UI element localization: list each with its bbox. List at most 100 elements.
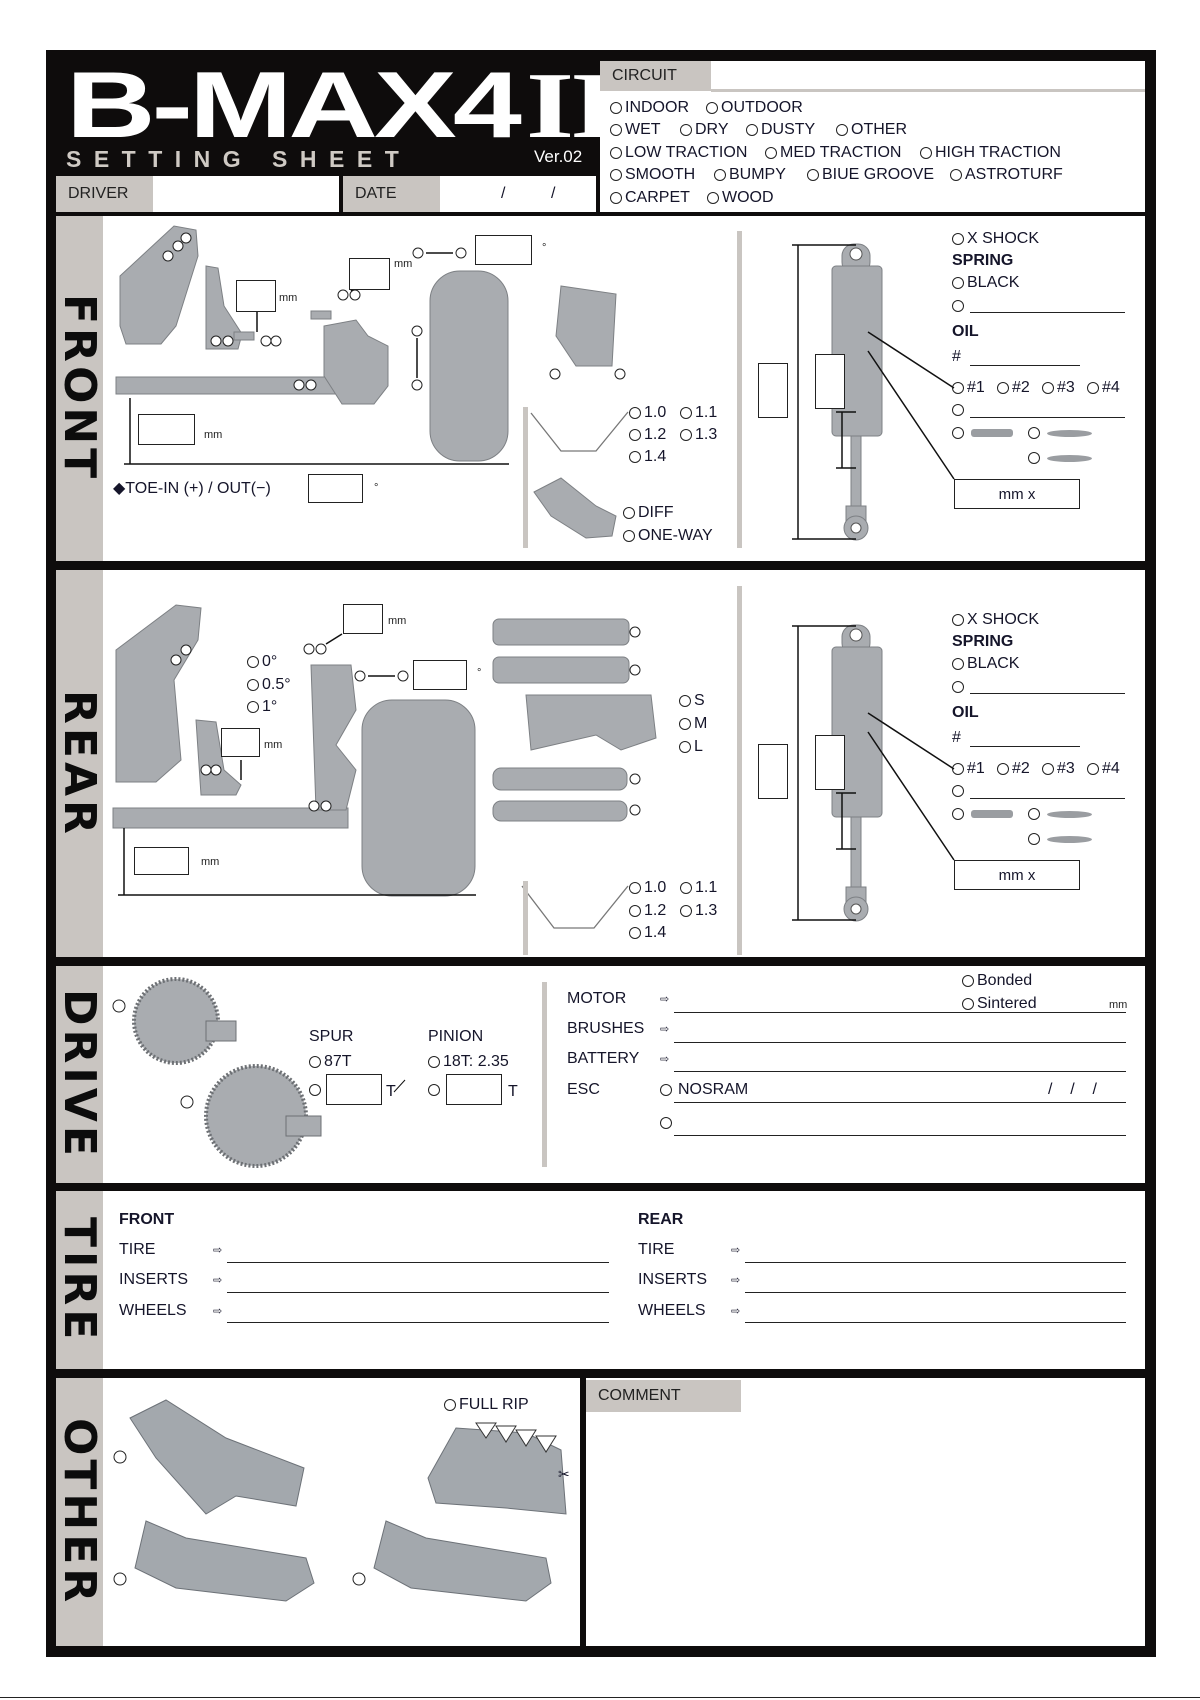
- radio-circle[interactable]: [950, 169, 962, 181]
- radio-circle[interactable]: [629, 429, 641, 441]
- radio-dusty[interactable]: DUSTY: [746, 122, 815, 138]
- radio-circle[interactable]: [952, 382, 964, 394]
- radio-circle[interactable]: [836, 124, 848, 136]
- radio-circle[interactable]: [746, 124, 758, 136]
- radio-circle[interactable]: [247, 701, 259, 713]
- radio-piston-4[interactable]: #4: [1087, 761, 1120, 777]
- radio-plate-1.3[interactable]: 1.3: [680, 427, 717, 443]
- rear-wheels-line[interactable]: [745, 1322, 1126, 1323]
- radio-circle[interactable]: [1028, 808, 1040, 820]
- shock-length-input[interactable]: [758, 744, 788, 799]
- radio-toe-1[interactable]: 1°: [247, 699, 277, 715]
- radio-circle[interactable]: [952, 763, 964, 775]
- radio-circle[interactable]: [1028, 833, 1040, 845]
- rear-inserts-line[interactable]: [745, 1292, 1126, 1293]
- radio-spur-custom[interactable]: [309, 1084, 321, 1096]
- radio-circle[interactable]: [714, 169, 726, 181]
- esc-other-line[interactable]: [674, 1135, 1126, 1136]
- radio-circle[interactable]: [610, 147, 622, 159]
- radio-arm-s[interactable]: S: [679, 693, 705, 709]
- spring-other-line[interactable]: [970, 693, 1125, 694]
- radio-indoor[interactable]: INDOOR: [610, 100, 689, 116]
- radio-wet[interactable]: WET: [610, 122, 661, 138]
- radio-piston-4[interactable]: #4: [1087, 380, 1120, 396]
- radio-circle[interactable]: [952, 681, 964, 693]
- front-tire-line[interactable]: [227, 1262, 609, 1263]
- radio-circle[interactable]: [962, 975, 974, 987]
- radio-bumpy[interactable]: BUMPY: [714, 167, 786, 183]
- comment-panel[interactable]: COMMENT: [586, 1378, 1145, 1646]
- radio-circle[interactable]: [706, 102, 718, 114]
- radio-circle[interactable]: [952, 808, 964, 820]
- radio-smooth[interactable]: SMOOTH: [610, 167, 695, 183]
- radio-plate-1.4[interactable]: 1.4: [629, 925, 666, 941]
- radio-plate-1.0[interactable]: 1.0: [629, 880, 666, 896]
- radio-circle[interactable]: [952, 658, 964, 670]
- radio-circle[interactable]: [623, 530, 635, 542]
- radio-x-shock[interactable]: X SHOCK: [952, 231, 1039, 247]
- radio-circle[interactable]: [707, 192, 719, 204]
- radio-circle[interactable]: [952, 404, 964, 416]
- rear-camber-link-input[interactable]: [343, 604, 383, 634]
- radio-circle[interactable]: [952, 427, 964, 439]
- radio-circle[interactable]: [610, 124, 622, 136]
- radio-piston-other[interactable]: [952, 785, 964, 797]
- radio-spring-black[interactable]: BLACK: [952, 656, 1019, 672]
- radio-circle[interactable]: [680, 905, 692, 917]
- radio-circle[interactable]: [997, 382, 1009, 394]
- spring-other-line[interactable]: [970, 312, 1125, 313]
- radio-circle[interactable]: [247, 656, 259, 668]
- oil-weight-line[interactable]: [970, 365, 1080, 366]
- radio-circle[interactable]: [680, 429, 692, 441]
- radio-spring-other[interactable]: [952, 681, 964, 693]
- radio-circle[interactable]: [1028, 452, 1040, 464]
- radio-bonded[interactable]: Bonded: [962, 973, 1032, 989]
- radio-circle[interactable]: [629, 882, 641, 894]
- radio-circle[interactable]: [920, 147, 932, 159]
- radio-carpet[interactable]: CARPET: [610, 190, 690, 206]
- radio-circle[interactable]: [629, 407, 641, 419]
- radio-other[interactable]: OTHER: [836, 122, 907, 138]
- radio-circle[interactable]: [660, 1084, 672, 1096]
- radio-circle[interactable]: [629, 927, 641, 939]
- radio-diff[interactable]: DIFF: [623, 505, 674, 521]
- date-field[interactable]: DATE / /: [343, 176, 596, 212]
- radio-piston-2[interactable]: #2: [997, 761, 1030, 777]
- radio-circle[interactable]: [680, 882, 692, 894]
- radio-spring-black[interactable]: BLACK: [952, 275, 1019, 291]
- radio-pinion-custom[interactable]: [428, 1084, 440, 1096]
- front-ride-height-input[interactable]: [138, 414, 195, 445]
- shock-length-input[interactable]: [758, 363, 788, 418]
- front-wheels-line[interactable]: [227, 1322, 609, 1323]
- radio-circle[interactable]: [952, 785, 964, 797]
- radio-high-traction[interactable]: HIGH TRACTION: [920, 145, 1061, 161]
- front-ackermann-input[interactable]: [475, 235, 532, 265]
- radio-arm-m[interactable]: M: [679, 716, 707, 732]
- radio-circle[interactable]: [952, 277, 964, 289]
- radio-toe-0[interactable]: 0°: [247, 654, 277, 670]
- radio-circle[interactable]: [660, 1117, 672, 1129]
- front-camber-link-input[interactable]: [236, 280, 276, 312]
- radio-circle[interactable]: [309, 1084, 321, 1096]
- radio-piston-2[interactable]: #2: [997, 380, 1030, 396]
- battery-line[interactable]: [674, 1071, 1126, 1072]
- limiter-input[interactable]: mm x: [954, 479, 1080, 509]
- radio-circle[interactable]: [1087, 763, 1099, 775]
- piston-other-line[interactable]: [970, 417, 1125, 418]
- radio-circle[interactable]: [680, 407, 692, 419]
- radio-circle[interactable]: [444, 1399, 456, 1411]
- motor-line[interactable]: [674, 1012, 1126, 1013]
- radio-circle[interactable]: [309, 1056, 321, 1068]
- rear-ride-height-input[interactable]: [134, 847, 189, 875]
- brushes-line[interactable]: [674, 1042, 1126, 1043]
- radio-blue-groove[interactable]: BIUE GROOVE: [807, 167, 934, 183]
- radio-circle[interactable]: [1087, 382, 1099, 394]
- radio-arm-l[interactable]: L: [679, 739, 703, 755]
- radio-esc-nosram[interactable]: NOSRAM: [660, 1082, 748, 1098]
- pinion-teeth-input[interactable]: [446, 1074, 502, 1105]
- radio-toe-0.5[interactable]: 0.5°: [247, 677, 291, 693]
- oil-weight-line[interactable]: [970, 746, 1080, 747]
- radio-circle[interactable]: [1042, 382, 1054, 394]
- radio-wood[interactable]: WOOD: [707, 190, 774, 206]
- radio-circle[interactable]: [629, 451, 641, 463]
